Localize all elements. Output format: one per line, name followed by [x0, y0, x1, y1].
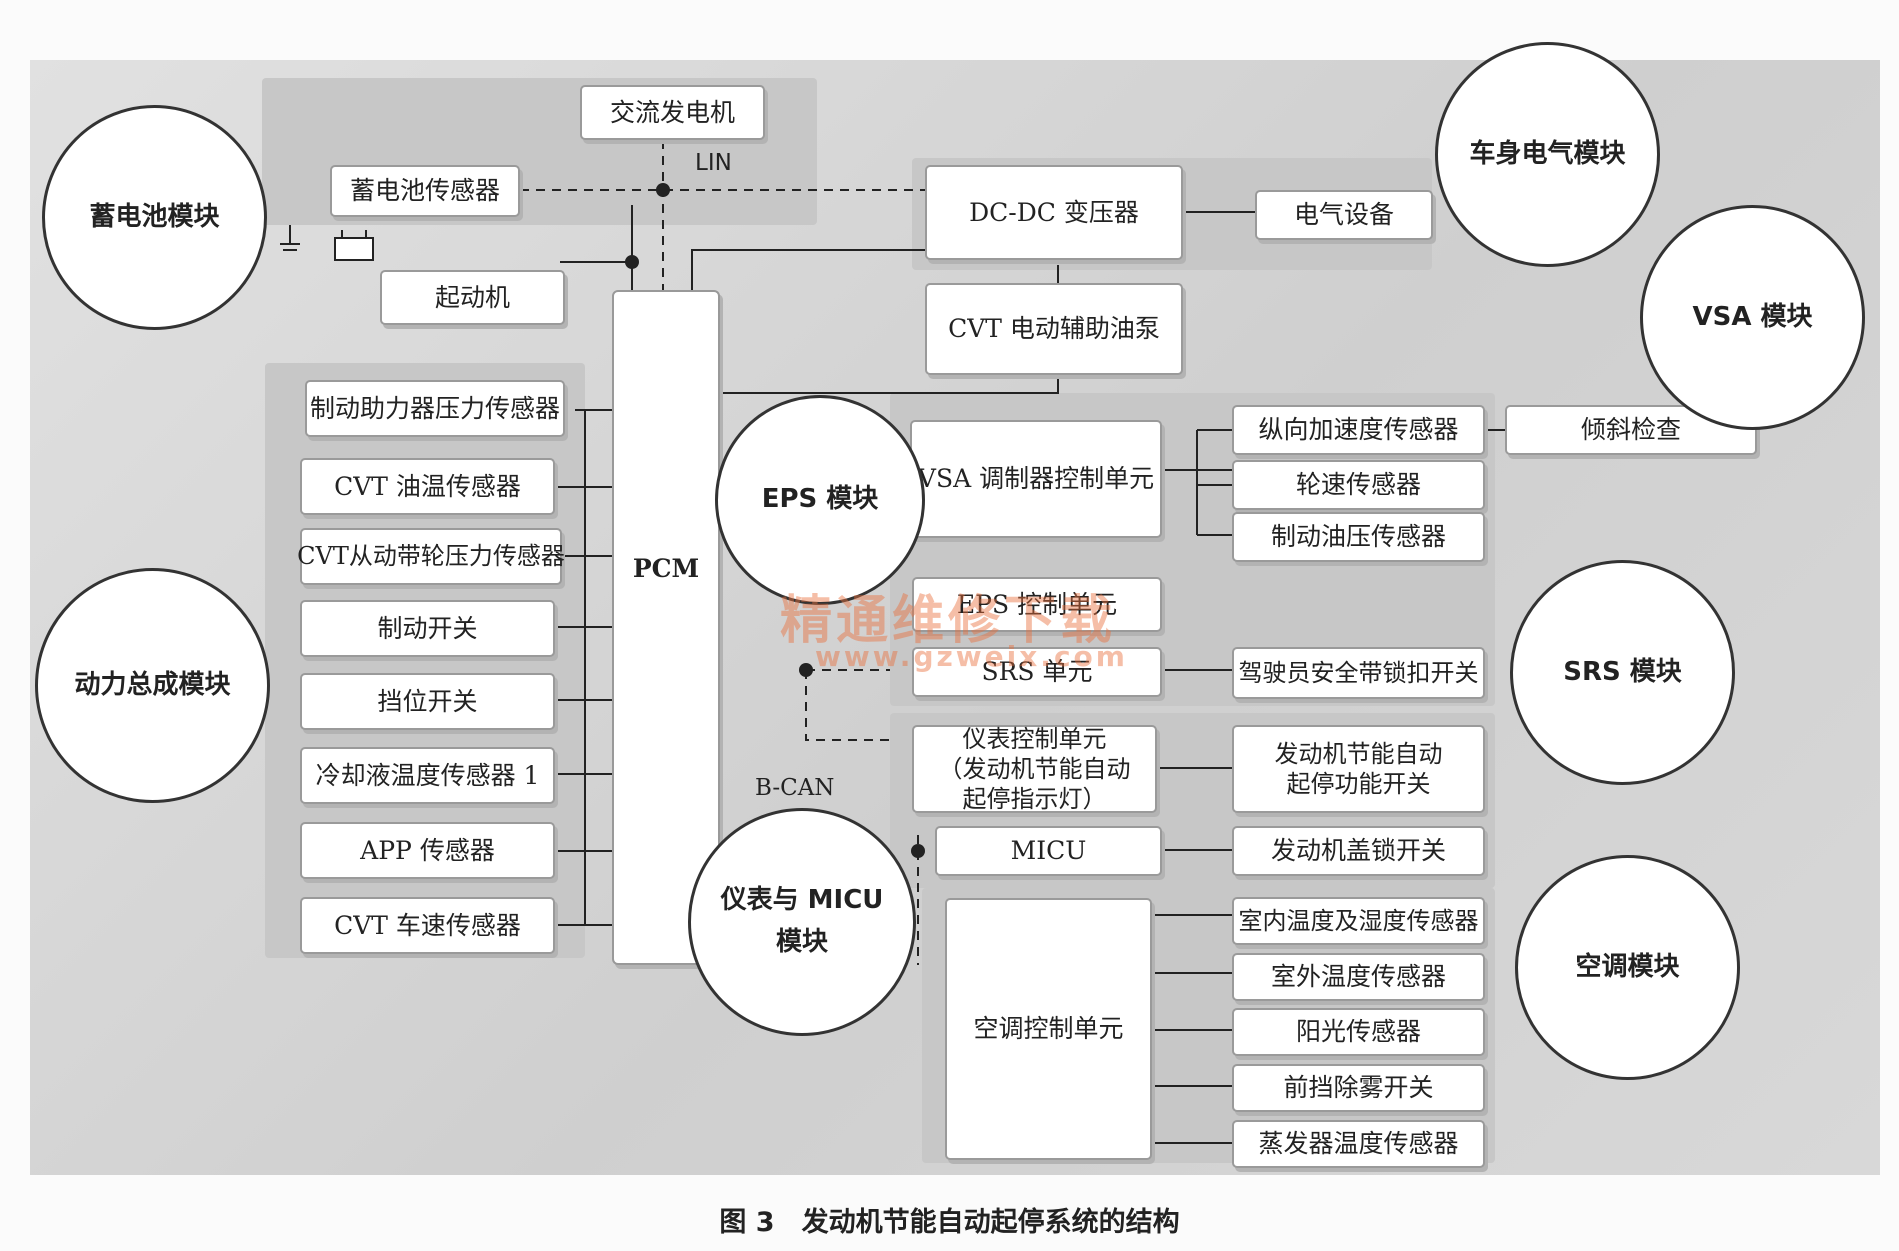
body-electric-module-circle: 车身电气模块	[1435, 42, 1660, 267]
alternator-box: 交流发电机	[580, 85, 765, 140]
cvt-speed-box: CVT 车速传感器	[300, 897, 555, 954]
outdoor-temp-box: 室外温度传感器	[1232, 953, 1485, 1001]
cvt-aux-pump-box: CVT 电动辅助油泵	[925, 283, 1183, 375]
idle-stop-switch-box: 发动机节能自动 起停功能开关	[1232, 725, 1485, 813]
gear-switch-box: 挡位开关	[300, 673, 555, 730]
battery-sensor-box: 蓄电池传感器	[330, 165, 520, 217]
vsa-module-circle: VSA 模块	[1640, 205, 1865, 430]
brake-booster-sensor-box: 制动助力器压力传感器	[305, 380, 565, 437]
battery-icon	[280, 225, 374, 261]
dcdc-box: DC-DC 变压器	[925, 165, 1183, 260]
app-sensor-box: APP 传感器	[300, 822, 555, 879]
eps-module-circle: EPS 模块	[715, 395, 925, 605]
pcm-label: PCM	[632, 554, 700, 583]
watermark-title: 精通维修下载	[780, 591, 1117, 651]
watermark-url: www.gzweix.com	[815, 640, 1128, 673]
defog-switch-box: 前挡除雾开关	[1232, 1064, 1485, 1112]
electrical-equipment-box: 电气设备	[1255, 190, 1433, 240]
hood-switch-box: 发动机盖锁开关	[1232, 826, 1485, 876]
powertrain-module-circle: 动力总成模块	[35, 568, 270, 803]
coolant-temp-box: 冷却液温度传感器 1	[300, 747, 555, 804]
eps-control-unit-box: EPS 控制单元	[912, 577, 1162, 632]
figure-caption: 图 3 发动机节能自动起停系统的结构	[719, 1207, 1180, 1238]
srs-module-circle: SRS 模块	[1510, 560, 1735, 785]
long-accel-box: 纵向加速度传感器	[1232, 405, 1485, 455]
brake-switch-box: 制动开关	[300, 600, 555, 657]
pcm-box: PCM	[612, 290, 720, 965]
meter-micu-module-circle: 仪表与 MICU 模块	[688, 808, 916, 1036]
bcan-label: B-CAN	[755, 775, 835, 801]
battery-module-circle: 蓄电池模块	[42, 105, 267, 330]
cvt-driven-pulley-box: CVT从动带轮压力传感器	[297, 528, 565, 585]
sunlight-sensor-box: 阳光传感器	[1232, 1008, 1485, 1056]
vsa-control-unit-box: VSA 调制器控制单元	[910, 420, 1162, 538]
ac-module-circle: 空调模块	[1515, 855, 1740, 1080]
ac-control-unit-box: 空调控制单元	[945, 898, 1152, 1160]
seatbelt-switch-box: 驾驶员安全带锁扣开关	[1232, 647, 1485, 699]
lin-label: LIN	[695, 150, 732, 176]
evaporator-temp-box: 蒸发器温度传感器	[1232, 1120, 1485, 1168]
brake-pressure-box: 制动油压传感器	[1232, 512, 1485, 562]
cvt-oil-temp-box: CVT 油温传感器	[300, 458, 555, 515]
tilt-check-box: 倾斜检查	[1505, 405, 1757, 455]
meter-control-unit-box: 仪表控制单元 （发动机节能自动 起停指示灯）	[912, 725, 1157, 813]
wheel-speed-box: 轮速传感器	[1232, 460, 1485, 510]
starter-box: 起动机	[380, 270, 565, 325]
srs-unit-box: SRS 单元	[912, 647, 1162, 697]
indoor-temp-humidity-box: 室内温度及湿度传感器	[1232, 897, 1485, 945]
micu-box: MICU	[935, 826, 1162, 876]
